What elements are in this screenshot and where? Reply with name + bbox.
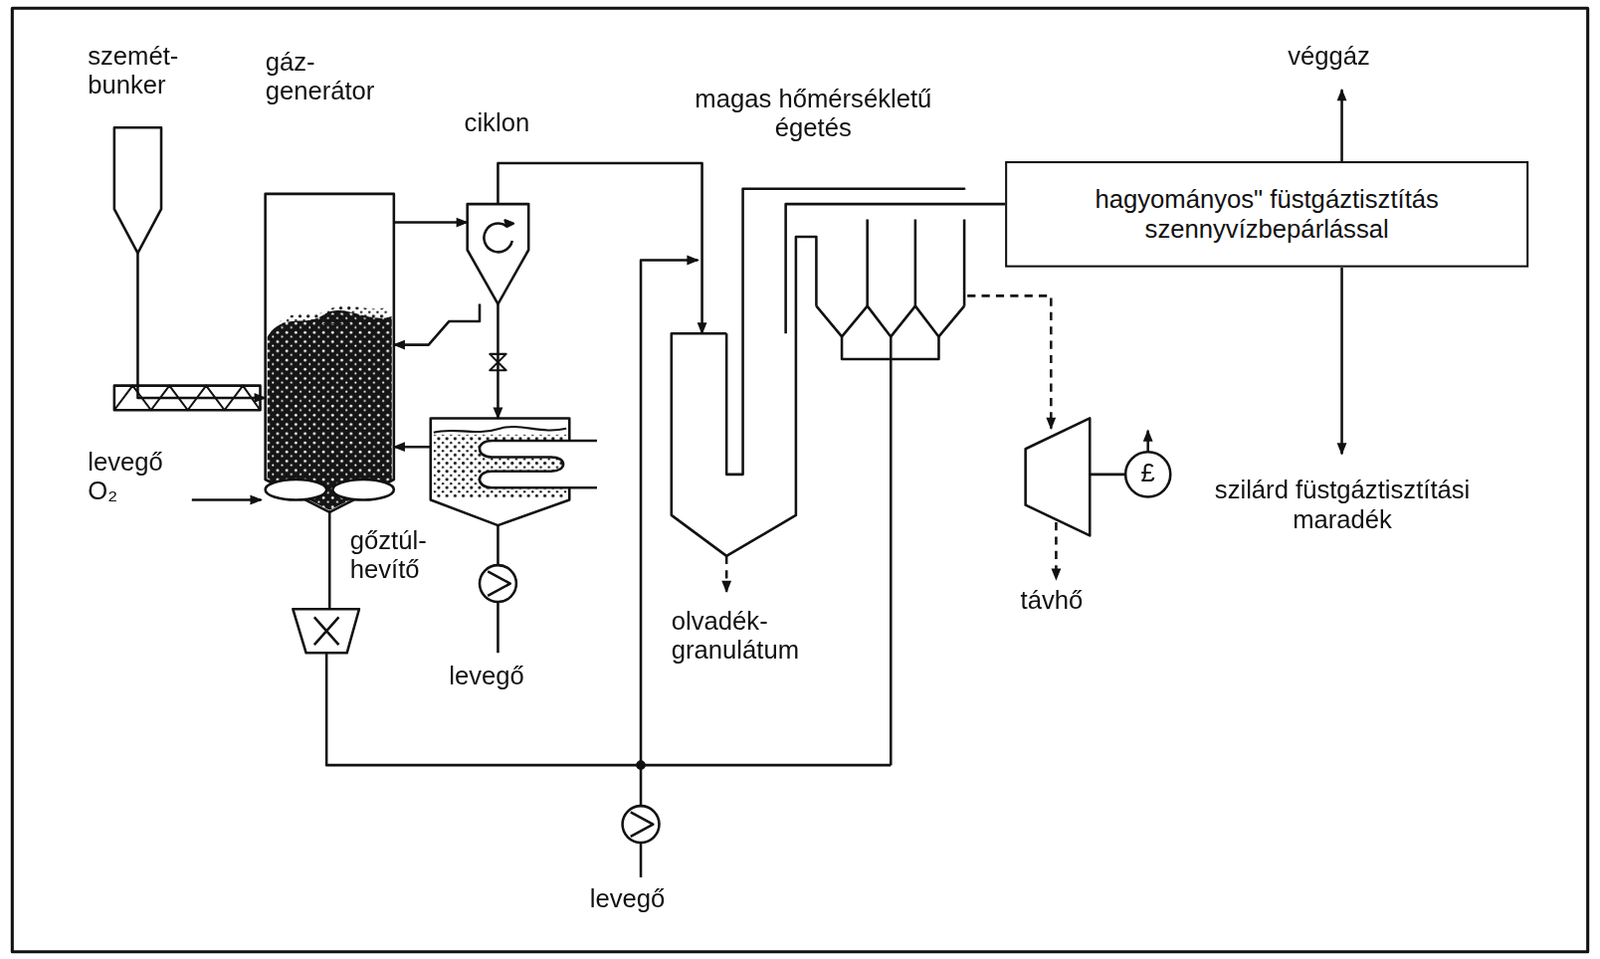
- ash-discharge: [292, 608, 360, 653]
- combustion-chamber-wall: [671, 189, 965, 766]
- cyclone-body: [483, 223, 512, 253]
- steam-turbine: [1025, 417, 1091, 536]
- node-label: hagyományos" füstgáztisztítás szennyvízb…: [1021, 185, 1512, 244]
- ash-discharge: [326, 652, 891, 766]
- combustion-air-line: [636, 762, 644, 770]
- node-label: gáz- generátor: [265, 46, 419, 106]
- solid-residue-label: szilárd füstgáztisztítási maradék: [1206, 475, 1478, 535]
- combustion-air-line: [640, 260, 698, 807]
- exhaust-outlet: [1340, 89, 1344, 162]
- district-heat-label: távhő: [1020, 586, 1144, 615]
- flow-connector: [394, 220, 468, 224]
- superheater-vessel: [479, 440, 598, 488]
- air-oxygen-label: levegő O₂: [87, 446, 185, 506]
- steam-superheater: gőztúl- hevítő: [430, 417, 570, 526]
- gas-generator-vessel: [332, 479, 395, 501]
- gas-generator: gáz- generátor: [265, 194, 395, 513]
- gas-generator-vessel: [265, 194, 395, 513]
- steam-line: [967, 295, 1051, 428]
- combustion-air-line: [639, 842, 643, 878]
- steam-turbine: [1025, 417, 1091, 580]
- melt-granulate-label: olvadék- granulátum: [671, 605, 845, 665]
- flow-connector: [394, 304, 480, 346]
- flow-connector: [394, 445, 431, 449]
- superheater-air-fan: [487, 571, 511, 597]
- waste-bunker-hopper: [114, 127, 162, 253]
- air-label: levegő: [590, 883, 713, 913]
- air-oxygen-inlet: [192, 498, 262, 502]
- exhaust-gas-label: véggáz: [1287, 40, 1431, 70]
- combustion-chamber-wall: [841, 336, 939, 766]
- combustion-air-line: [622, 260, 699, 878]
- gas-generator-vessel: [265, 479, 328, 501]
- waste-bunker: szemét- bunker: [114, 127, 162, 253]
- cyclone-body: [467, 203, 530, 304]
- superheater-vessel: [430, 417, 598, 526]
- flow-connector: [496, 304, 500, 419]
- node-label: ciklon: [464, 108, 578, 138]
- steam-turbine: [1054, 522, 1058, 580]
- superheater-vessel: [433, 426, 567, 433]
- generator-symbol-label: £: [1133, 457, 1163, 487]
- flow-connector: [786, 203, 1005, 334]
- ash-discharge: [314, 616, 340, 645]
- frame: [11, 7, 1588, 953]
- flue-gas-cleaning-box: hagyományos" füstgáztisztítás szennyvízb…: [1004, 161, 1529, 268]
- frame: [11, 7, 1588, 953]
- combustion-chamber-wall: [725, 556, 729, 593]
- cyclone-body: [467, 203, 530, 304]
- combustion-chamber-wall: [815, 306, 965, 338]
- combustion-air-line: [622, 805, 660, 843]
- ash-discharge: [292, 512, 891, 766]
- cyclone: ciklon: [467, 203, 530, 304]
- residue-outlet: [1340, 267, 1344, 455]
- combustion-chamber: magas hőmérsékletű égetés: [671, 333, 797, 557]
- gas-generator-vessel: [265, 194, 395, 513]
- generator-symbol: [1089, 430, 1171, 498]
- air-oxygen-inlet: [192, 498, 262, 502]
- cyclone-body: [505, 220, 514, 227]
- combustion-chamber-wall: [867, 218, 916, 306]
- node-label: magas hőmérsékletű égetés: [665, 83, 962, 143]
- superheater-air-fan: [479, 565, 517, 602]
- node-label: gőztúl- hevítő: [350, 525, 463, 585]
- generator-symbol: [1125, 451, 1171, 497]
- flow-connector: [137, 252, 265, 399]
- node-label: szemét- bunker: [87, 40, 210, 100]
- residue-outlet: [1340, 267, 1344, 455]
- waste-bunker-hopper: [114, 127, 162, 253]
- gas-generator-vessel: [277, 305, 389, 325]
- superheater-air-fan: [479, 525, 517, 653]
- exhaust-outlet: [1340, 89, 1344, 162]
- combustion-chamber-wall: [726, 189, 965, 475]
- generator-symbol: [1089, 473, 1126, 477]
- flow-connector: [497, 163, 702, 334]
- combustion-air-line: [630, 811, 654, 837]
- steam-line: [967, 295, 1051, 428]
- ash-discharge: [328, 512, 332, 609]
- air-label: levegő: [448, 661, 572, 691]
- generator-symbol: [1146, 430, 1150, 453]
